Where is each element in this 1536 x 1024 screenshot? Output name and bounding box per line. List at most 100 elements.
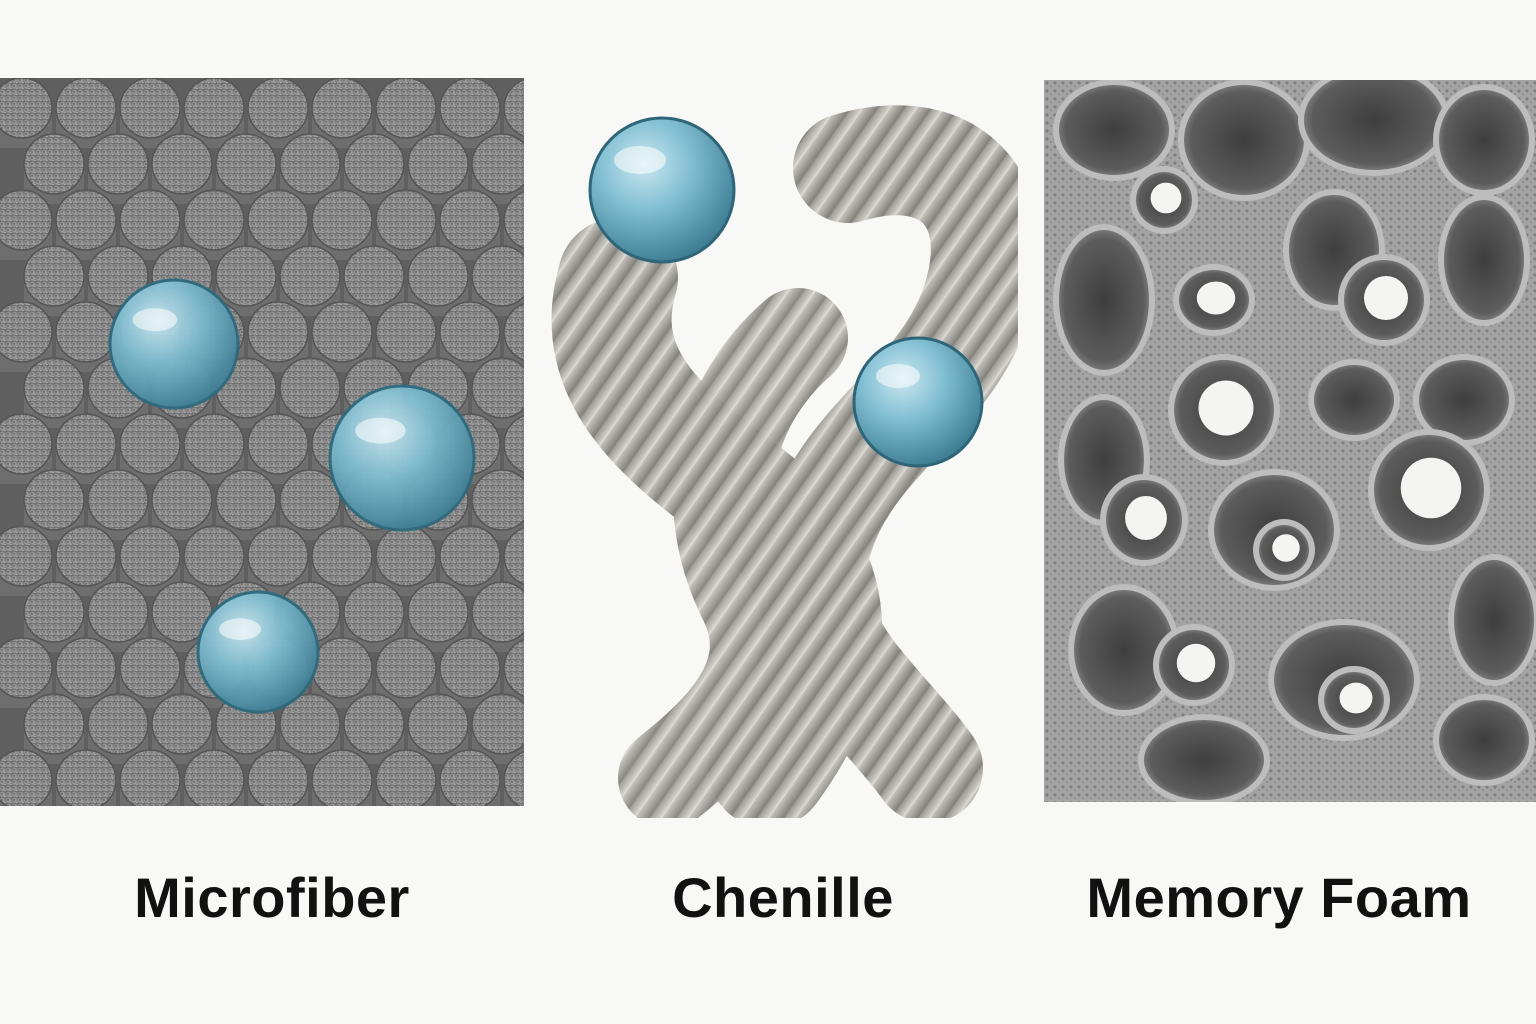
foam-through-hole <box>1196 281 1236 315</box>
fiber-end <box>471 469 524 531</box>
foam-pore <box>1454 560 1534 680</box>
foam-pore <box>1439 90 1529 190</box>
fiber-end <box>311 78 373 139</box>
fiber-end <box>407 245 469 307</box>
microfiber-label: Microfiber <box>134 866 410 929</box>
fiber-end <box>279 133 341 195</box>
fiber-end <box>183 189 245 251</box>
foam-through-hole <box>1198 380 1254 436</box>
fiber-end <box>215 245 277 307</box>
fiber-end <box>503 414 524 474</box>
fiber-end <box>87 693 149 755</box>
fiber-end <box>55 637 117 699</box>
foam-through-hole <box>1339 682 1373 714</box>
fiber-end <box>279 693 341 755</box>
foam-pore <box>1444 200 1524 320</box>
fiber-end <box>151 133 213 195</box>
fiber-end <box>247 749 309 806</box>
fiber-end <box>215 133 277 195</box>
fiber-end <box>0 189 53 251</box>
fiber-end <box>119 749 181 806</box>
fiber-end <box>87 581 149 643</box>
water-droplet <box>328 384 476 532</box>
droplet-highlight <box>132 308 178 332</box>
fiber-end <box>215 469 277 531</box>
droplet-highlight <box>219 618 261 640</box>
fiber-end <box>375 637 437 699</box>
fiber-end <box>119 78 181 139</box>
fiber-end <box>503 638 524 698</box>
fiber-end <box>311 525 373 587</box>
memory-foam-image <box>1044 80 1536 802</box>
foam-pore <box>1439 700 1529 780</box>
fiber-end <box>471 245 524 307</box>
fiber-end <box>87 469 149 531</box>
fiber-end <box>0 413 53 475</box>
fiber-end <box>183 525 245 587</box>
fiber-end <box>247 525 309 587</box>
fiber-end <box>407 693 469 755</box>
fiber-end <box>55 749 117 806</box>
water-droplet <box>588 116 736 264</box>
foam-pore <box>1059 85 1169 175</box>
fiber-end <box>183 749 245 806</box>
foam-pore <box>1419 360 1509 440</box>
fiber-end <box>279 357 341 419</box>
fiber-end <box>439 189 501 251</box>
yarn-strand <box>618 288 848 818</box>
water-droplet <box>852 336 984 468</box>
fiber-end <box>23 693 85 755</box>
fiber-end <box>183 78 245 139</box>
fiber-end <box>0 301 53 363</box>
fiber-end <box>343 581 405 643</box>
fiber-end <box>247 413 309 475</box>
fiber-end <box>55 301 117 363</box>
fiber-end <box>119 525 181 587</box>
fiber-end <box>183 413 245 475</box>
fiber-end <box>471 133 524 195</box>
fiber-end <box>0 525 53 587</box>
fiber-end <box>55 413 117 475</box>
fiber-end <box>55 189 117 251</box>
fiber-end <box>471 581 524 643</box>
foam-pore <box>1074 590 1174 710</box>
fiber-end <box>471 357 524 419</box>
fiber-end <box>439 301 501 363</box>
fiber-end <box>119 637 181 699</box>
foam-through-hole <box>1125 496 1167 540</box>
chenille-label: Chenille <box>672 866 894 929</box>
foam-pore <box>1059 230 1149 370</box>
foam-through-hole <box>1150 182 1182 214</box>
fiber-end <box>0 749 53 806</box>
chenille-twisted-yarn <box>551 105 1018 818</box>
microfiber-fiber-bundle <box>0 78 524 806</box>
fiber-end <box>23 357 85 419</box>
fiber-end <box>407 581 469 643</box>
fiber-end <box>55 525 117 587</box>
fiber-end <box>151 469 213 531</box>
foam-through-hole <box>1364 276 1408 320</box>
fiber-end <box>87 245 149 307</box>
foam-through-hole <box>1400 457 1462 519</box>
fiber-end <box>343 133 405 195</box>
fiber-end <box>119 189 181 251</box>
fiber-end <box>247 189 309 251</box>
fiber-end <box>439 78 501 139</box>
droplet-highlight <box>355 417 406 444</box>
microfiber-image <box>0 78 524 806</box>
fiber-end <box>503 302 524 362</box>
fiber-end <box>407 133 469 195</box>
fiber-end <box>0 637 53 699</box>
fiber-end <box>23 469 85 531</box>
fiber-end <box>247 78 309 139</box>
fiber-end <box>119 413 181 475</box>
fiber-end <box>279 245 341 307</box>
water-droplet <box>196 590 320 714</box>
fiber-end <box>311 749 373 806</box>
fiber-end <box>0 78 53 139</box>
fiber-end <box>503 526 524 586</box>
droplet-highlight <box>876 364 920 388</box>
fiber-end <box>503 750 524 806</box>
foam-through-hole <box>1272 534 1300 562</box>
memory-foam-cell-structure <box>1044 80 1536 802</box>
